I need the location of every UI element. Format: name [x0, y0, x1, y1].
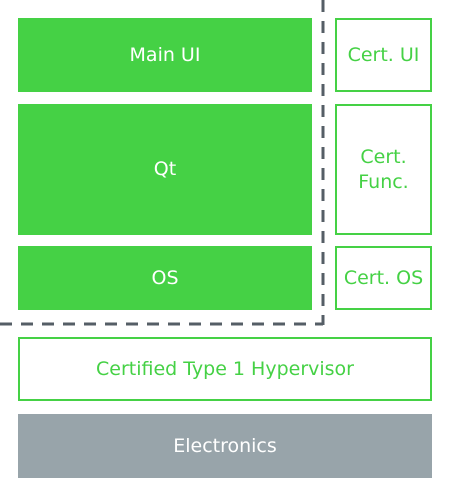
cert-os-block: Cert. OS	[335, 246, 432, 310]
cert-ui-block: Cert. UI	[335, 18, 432, 92]
electronics-label: Electronics	[173, 434, 277, 457]
electronics-block: Electronics	[18, 414, 432, 478]
cert-os-label: Cert. OS	[343, 266, 424, 289]
qt-block: Qt	[18, 104, 312, 235]
os-block: OS	[18, 246, 312, 310]
hypervisor-label: Certified Type 1 Hypervisor	[95, 357, 354, 380]
cert-ui-label: Cert. UI	[347, 43, 420, 66]
hypervisor-block: Certified Type 1 Hypervisor	[18, 337, 432, 401]
main-ui-block: Main UI	[18, 18, 312, 92]
qt-label: Qt	[153, 158, 177, 181]
main-ui-label: Main UI	[129, 43, 201, 66]
cert-func-label: Cert. Func.	[358, 145, 409, 193]
cert-func-block: Cert. Func.	[335, 104, 432, 235]
os-label: OS	[151, 266, 179, 289]
